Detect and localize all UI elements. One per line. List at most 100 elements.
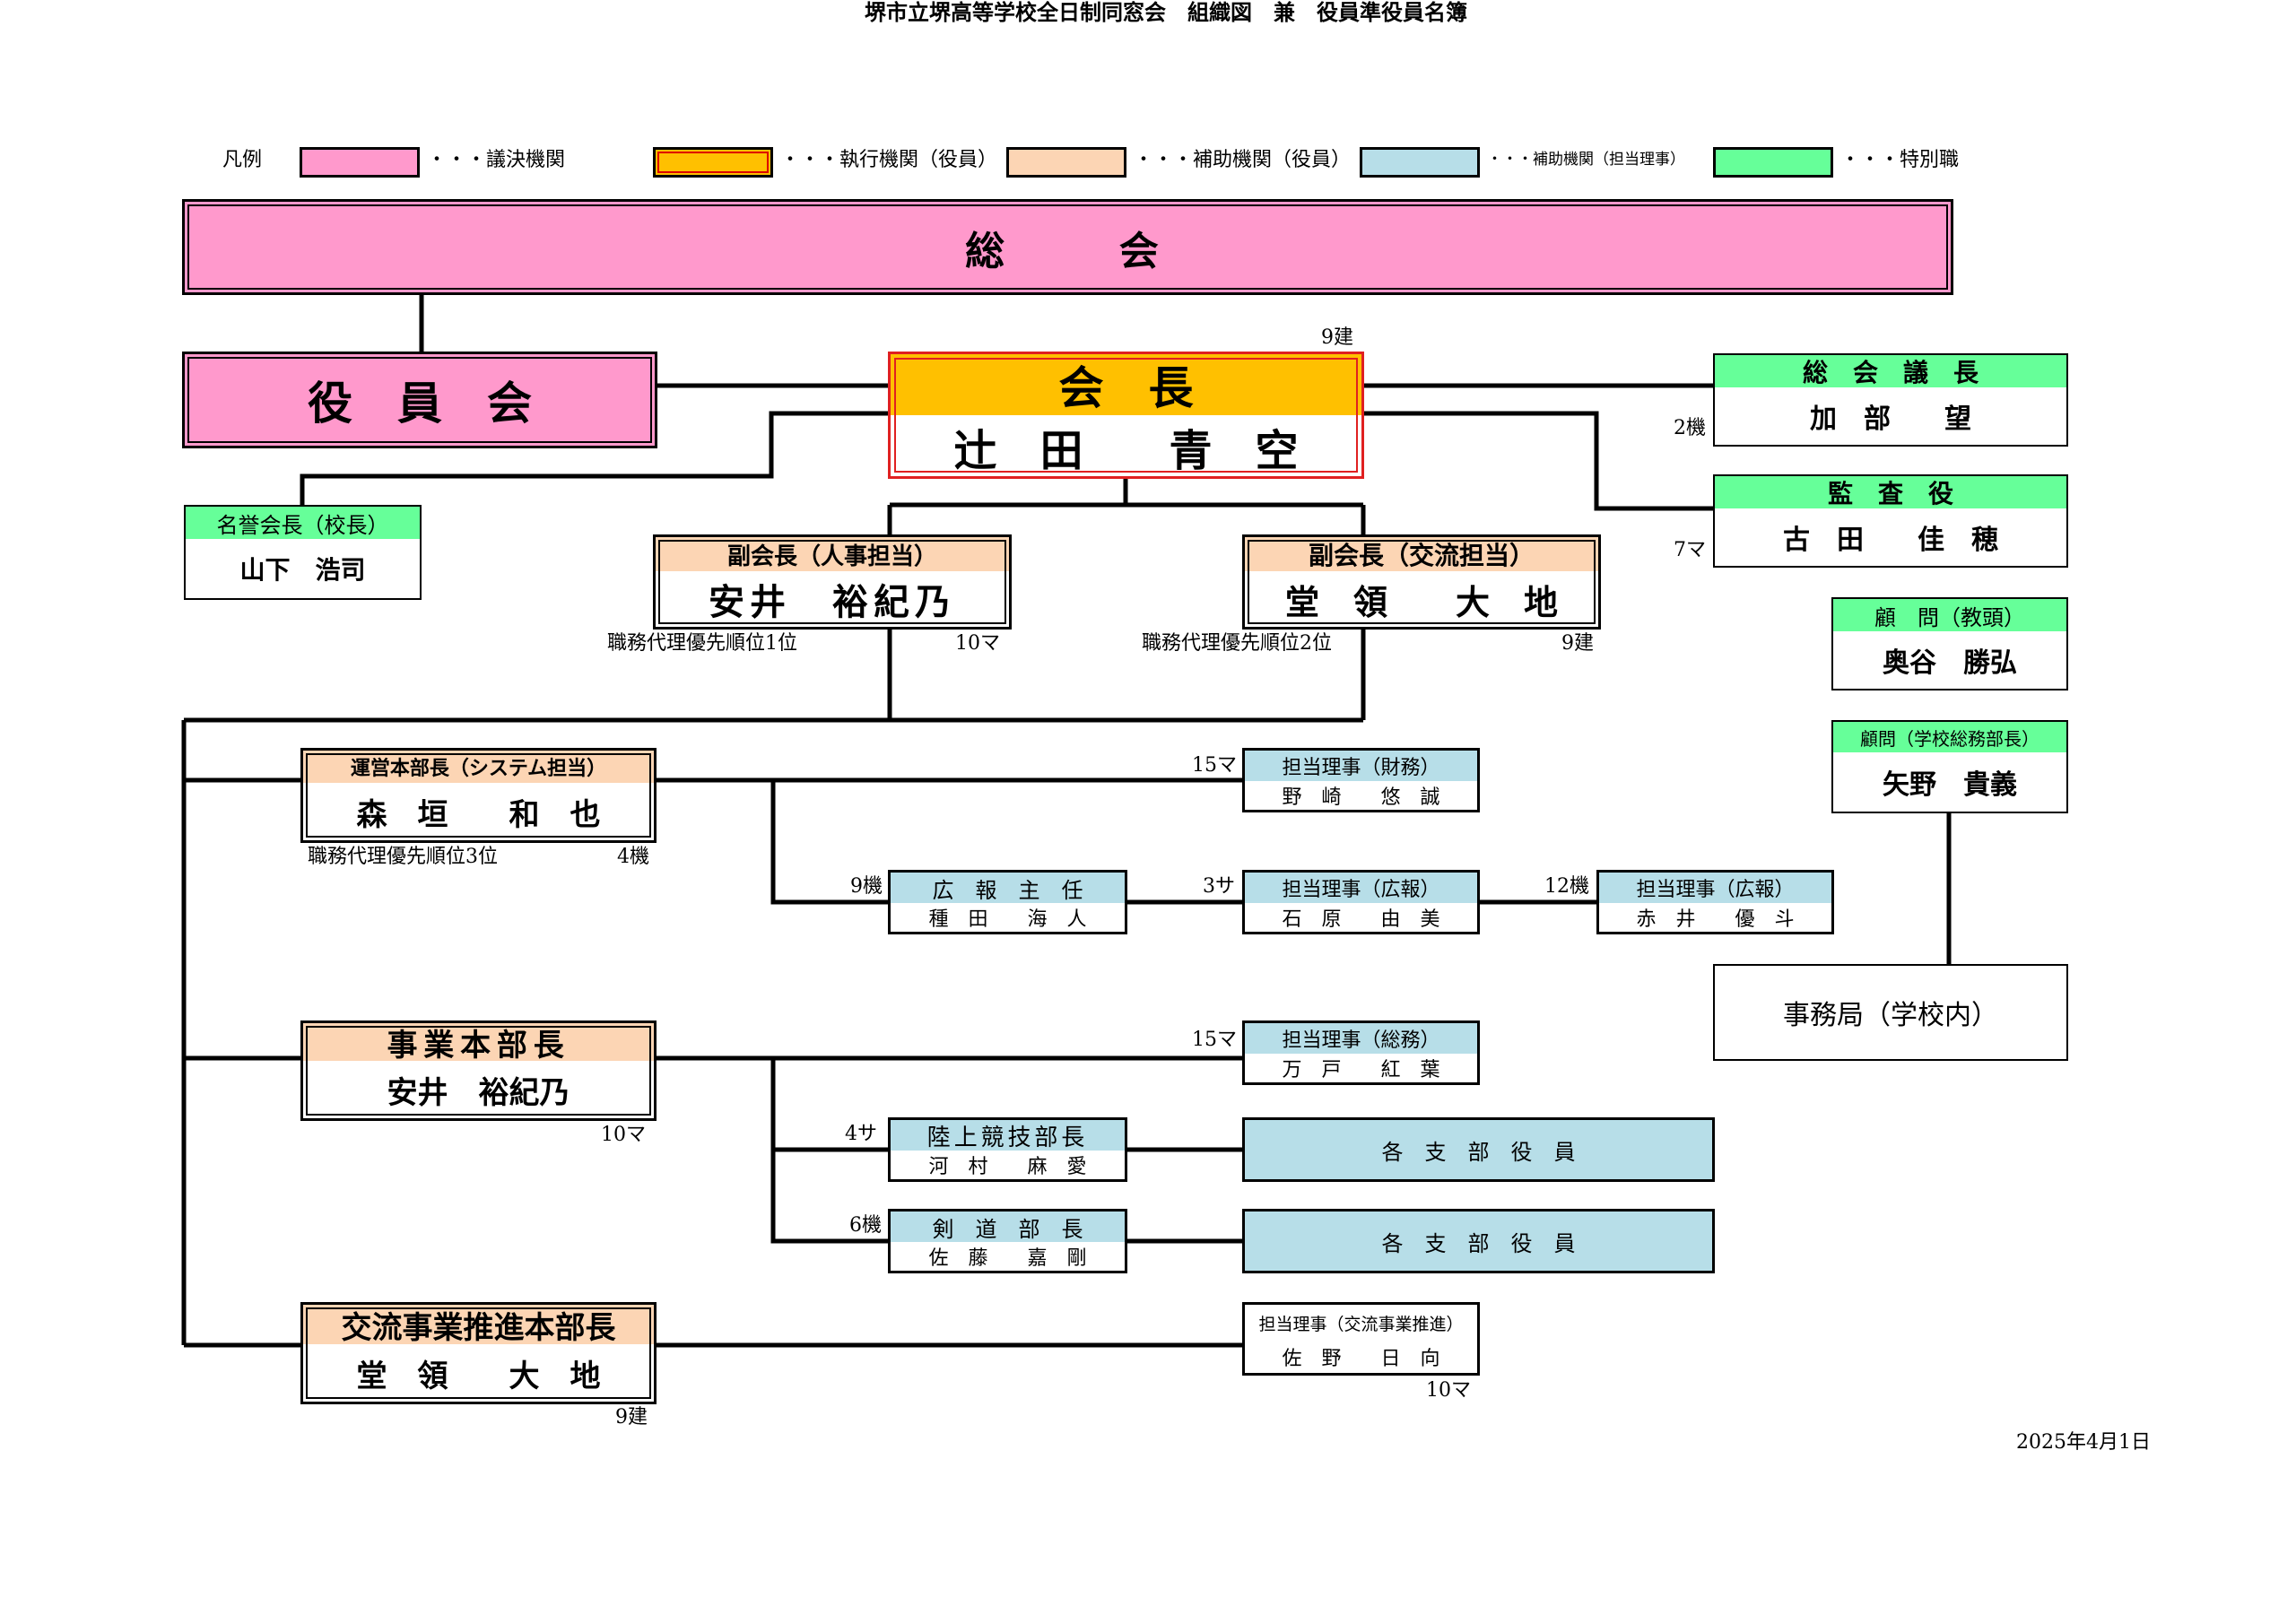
president-role: 会 長 bbox=[891, 354, 1361, 415]
office-box: 事務局（学校内） bbox=[1713, 964, 2068, 1061]
pr-director-1-name: 石 原 由 美 bbox=[1282, 908, 1440, 931]
advisor-general-affairs-name: 矢野 貴義 bbox=[1883, 769, 2017, 801]
connector bbox=[1362, 411, 1713, 511]
advisor-vice-principal-role: 顧 問（教頭） bbox=[1833, 599, 2066, 631]
pr-chief-name: 種 田 海 人 bbox=[928, 908, 1087, 931]
operations-head-box: 運営本部長（システム担当） 森 垣 和 也 bbox=[300, 748, 657, 843]
pr-chief-role: 広 報 主 任 bbox=[891, 873, 1125, 903]
vice-president-hr-priority: 職務代理優先順位1位 bbox=[607, 632, 797, 655]
general-assembly-box: 総 会 bbox=[182, 199, 1953, 295]
connector bbox=[770, 1058, 890, 1244]
vice-president-exchange-note: 9建 bbox=[1561, 632, 1594, 655]
general-affairs-director-role: 担当理事（総務） bbox=[1245, 1023, 1477, 1054]
honorary-president-box: 名誉会長（校長） 山下 浩司 bbox=[184, 505, 422, 600]
legend-text: ・・・特別職 bbox=[1840, 149, 1960, 171]
legend-swatch bbox=[1006, 147, 1126, 178]
branch-officers-box: 各 支 部 役 員 bbox=[1242, 1117, 1715, 1182]
pr-chief-box: 広 報 主 任 種 田 海 人 bbox=[888, 870, 1127, 934]
legend-swatch bbox=[1360, 147, 1480, 178]
connector bbox=[300, 411, 888, 505]
pr-director-2-name: 赤 井 優 斗 bbox=[1636, 908, 1795, 931]
pr-chief-note: 9機 bbox=[850, 875, 883, 898]
president-name: 辻 田 青 空 bbox=[953, 426, 1299, 476]
track-club-head-box: 陸上競技部長 河 村 麻 愛 bbox=[888, 1117, 1127, 1182]
vice-president-hr-name: 安井 裕紀乃 bbox=[709, 581, 956, 623]
exchange-director-note: 10マ bbox=[1426, 1379, 1471, 1402]
finance-director-role: 担当理事（財務） bbox=[1245, 751, 1477, 781]
track-club-note: 4サ bbox=[845, 1123, 877, 1145]
legend-text: ・・・補助機関（役員） bbox=[1134, 149, 1352, 171]
general-affairs-director-name: 万 戸 紅 葉 bbox=[1282, 1059, 1440, 1081]
president-note: 9建 bbox=[1321, 326, 1353, 349]
finance-director-name: 野 崎 悠 誠 bbox=[1282, 786, 1440, 809]
legend-swatch bbox=[1713, 147, 1833, 178]
pr-director-2-role: 担当理事（広報） bbox=[1599, 873, 1831, 903]
general-assembly-label: 総 会 bbox=[965, 228, 1170, 274]
exchange-director-box: 担当理事（交流事業推進） 佐 野 日 向 bbox=[1242, 1302, 1480, 1376]
kendo-club-head-name: 佐 藤 嘉 剛 bbox=[928, 1247, 1087, 1270]
vice-president-hr-note: 10マ bbox=[955, 632, 1000, 655]
legend-text: ・・・補助機関（担当理事） bbox=[1487, 151, 1685, 169]
pr-director-2-note: 12機 bbox=[1544, 875, 1589, 898]
operations-head-role: 運営本部長（システム担当） bbox=[303, 751, 654, 783]
honorary-president-name: 山下 浩司 bbox=[239, 555, 366, 585]
kendo-club-head-box: 剣 道 部 長 佐 藤 嘉 剛 bbox=[888, 1209, 1127, 1273]
vice-president-exchange-name: 堂 領 大 地 bbox=[1284, 581, 1558, 622]
legend-swatch bbox=[300, 147, 420, 178]
operations-head-note: 4機 bbox=[617, 846, 649, 868]
auditor-note: 7マ bbox=[1674, 539, 1706, 561]
legend-text: ・・・議決機関 bbox=[427, 149, 566, 171]
general-affairs-note: 15マ bbox=[1192, 1029, 1237, 1051]
president-box: 会 長 辻 田 青 空 bbox=[888, 352, 1364, 479]
advisor-vice-principal-box: 顧 問（教頭） 奥谷 勝弘 bbox=[1831, 597, 2068, 690]
board-box: 役 員 会 bbox=[182, 352, 657, 448]
business-head-role: 事業本部長 bbox=[303, 1023, 654, 1064]
legend-label: 凡例 bbox=[222, 149, 263, 171]
vice-president-exchange-priority: 職務代理優先順位2位 bbox=[1142, 632, 1332, 655]
vice-president-hr-box: 副会長（人事担当） 安井 裕紀乃 bbox=[653, 534, 1012, 630]
office-label: 事務局（学校内） bbox=[1783, 1000, 1998, 1031]
legend-text: ・・・執行機関（役員） bbox=[780, 149, 998, 171]
advisor-general-affairs-box: 顧問（学校総務部長） 矢野 貴義 bbox=[1831, 720, 2068, 813]
advisor-vice-principal-name: 奥谷 勝弘 bbox=[1883, 647, 2017, 679]
board-label: 役 員 会 bbox=[308, 377, 532, 430]
branch-officers-box: 各 支 部 役 員 bbox=[1242, 1209, 1715, 1273]
connector bbox=[770, 780, 890, 905]
exchange-head-note: 9建 bbox=[615, 1406, 648, 1429]
vice-president-hr-role: 副会長（人事担当） bbox=[656, 537, 1009, 571]
pr-director-1-note: 3サ bbox=[1203, 875, 1235, 898]
pr-director-2-box: 担当理事（広報） 赤 井 優 斗 bbox=[1596, 870, 1834, 934]
general-affairs-director-box: 担当理事（総務） 万 戸 紅 葉 bbox=[1242, 1020, 1480, 1085]
vice-president-exchange-box: 副会長（交流担当） 堂 領 大 地 bbox=[1242, 534, 1601, 630]
page-title: 堺市立堺高等学校全日制同窓会 組織図 兼 役員準役員名簿 bbox=[865, 0, 1467, 25]
assembly-chair-note: 2機 bbox=[1674, 417, 1706, 439]
business-head-note: 10マ bbox=[601, 1124, 646, 1146]
finance-director-box: 担当理事（財務） 野 崎 悠 誠 bbox=[1242, 748, 1480, 812]
branch-officers-label: 各 支 部 役 員 bbox=[1381, 1230, 1576, 1256]
auditor-name: 古 田 佳 穂 bbox=[1783, 525, 1998, 556]
operations-head-priority: 職務代理優先順位3位 bbox=[308, 846, 498, 868]
assembly-chair-name: 加 部 望 bbox=[1810, 404, 1971, 435]
auditor-role: 監 査 役 bbox=[1715, 476, 2066, 508]
kendo-club-note: 6機 bbox=[849, 1214, 882, 1237]
track-club-head-role: 陸上競技部長 bbox=[891, 1120, 1125, 1151]
legend-swatch bbox=[653, 147, 773, 178]
exchange-director-role: 担当理事（交流事業推進） bbox=[1258, 1314, 1464, 1334]
branch-officers-label: 各 支 部 役 員 bbox=[1381, 1139, 1576, 1165]
date: 2025年4月1日 bbox=[2016, 1431, 2151, 1454]
business-head-box: 事業本部長 安井 裕紀乃 bbox=[300, 1020, 657, 1121]
pr-director-1-role: 担当理事（広報） bbox=[1245, 873, 1477, 903]
assembly-chair-box: 総 会 議 長 加 部 望 bbox=[1713, 353, 2068, 447]
exchange-head-name: 堂 領 大 地 bbox=[356, 1358, 601, 1394]
advisor-general-affairs-role: 顧問（学校総務部長） bbox=[1833, 722, 2066, 752]
business-head-name: 安井 裕紀乃 bbox=[387, 1074, 570, 1111]
vice-president-exchange-role: 副会長（交流担当） bbox=[1245, 537, 1598, 571]
pr-director-1-box: 担当理事（広報） 石 原 由 美 bbox=[1242, 870, 1480, 934]
track-club-head-name: 河 村 麻 愛 bbox=[928, 1156, 1087, 1178]
auditor-box: 監 査 役 古 田 佳 穂 bbox=[1713, 474, 2068, 568]
exchange-director-name: 佐 野 日 向 bbox=[1282, 1348, 1440, 1370]
exchange-head-role: 交流事業推進本部長 bbox=[303, 1305, 654, 1346]
operations-head-name: 森 垣 和 也 bbox=[356, 796, 601, 833]
kendo-club-head-role: 剣 道 部 長 bbox=[891, 1211, 1125, 1242]
